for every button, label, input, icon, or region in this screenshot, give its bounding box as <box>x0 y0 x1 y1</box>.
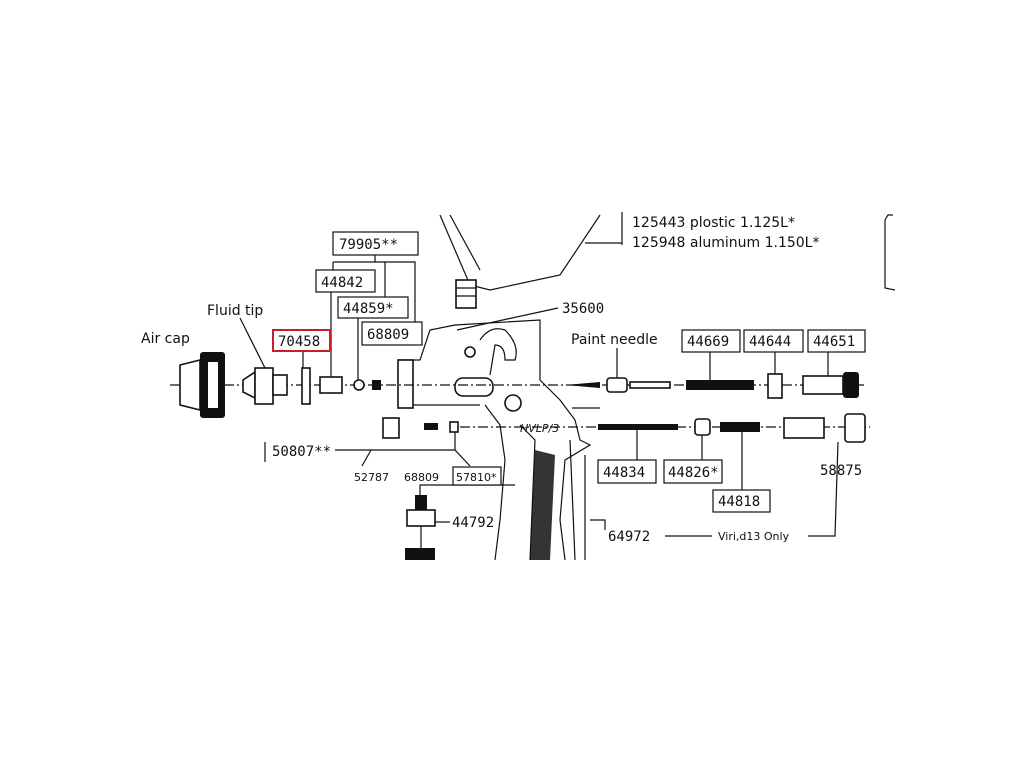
part-44826-shape <box>694 418 711 436</box>
paint-cup <box>439 214 622 309</box>
part-44842: 44842 <box>321 275 363 291</box>
part-68809b: 68809 <box>404 471 439 484</box>
part-44792: 44792 <box>452 515 494 531</box>
part-70458-shape <box>301 367 311 405</box>
part-79905: 79905** <box>339 237 398 253</box>
part-44826: 44826* <box>668 465 719 481</box>
part-44834: 44834 <box>603 465 645 481</box>
gun-body <box>397 319 592 561</box>
part-44651-shape <box>802 375 844 395</box>
cup-option-plastic: 125443 plostic 1.125L* <box>632 215 795 231</box>
bottom-clip <box>0 563 1024 768</box>
paint-needle-part <box>565 377 671 393</box>
highlighted-part-box <box>272 329 331 352</box>
viri-only-label: Viri,d13 Only <box>718 530 790 543</box>
part-57810-shape <box>449 421 459 433</box>
gun-marking: HVLP/3 <box>520 422 559 435</box>
part-44644-shape <box>767 373 783 399</box>
part-44669: 44669 <box>687 334 729 350</box>
needle-spring-44669 <box>686 380 754 390</box>
part-44834-shape <box>598 424 678 430</box>
part-44842-shape <box>319 376 343 394</box>
part-44644: 44644 <box>749 334 791 350</box>
part-44859: 44859* <box>343 301 394 317</box>
part-57810: 57810* <box>456 471 497 484</box>
part-58875-body <box>783 417 825 439</box>
paint-needle-label: Paint needle <box>571 332 658 348</box>
air-cap-part <box>179 352 225 418</box>
part-44792-shape <box>405 495 436 560</box>
part-52787: 52787 <box>354 471 389 484</box>
part-68809b-shape <box>424 423 438 430</box>
part-52787-shape <box>382 417 400 439</box>
part-64972: 64972 <box>608 529 650 545</box>
part-58875: 58875 <box>820 463 862 479</box>
part-58875-knob <box>844 413 866 443</box>
part-68809: 68809 <box>367 327 409 343</box>
part-44818-shape <box>720 422 760 432</box>
fluid-tip-part <box>242 367 288 405</box>
part-44651: 44651 <box>813 334 855 350</box>
frame-edge <box>884 214 896 291</box>
part-50807: 50807** <box>272 444 331 460</box>
part-35600: 35600 <box>562 301 604 317</box>
part-44818: 44818 <box>718 494 760 510</box>
part-68809-shape <box>372 380 381 390</box>
cup-option-aluminum: 125948 aluminum 1.150L* <box>632 235 819 251</box>
adjust-knob <box>843 372 859 398</box>
fluid-tip-label: Fluid tip <box>207 303 263 319</box>
part-44859-shape <box>353 379 365 391</box>
air-cap-label: Air cap <box>141 331 190 347</box>
part-70458-highlighted: 70458 <box>278 334 320 350</box>
